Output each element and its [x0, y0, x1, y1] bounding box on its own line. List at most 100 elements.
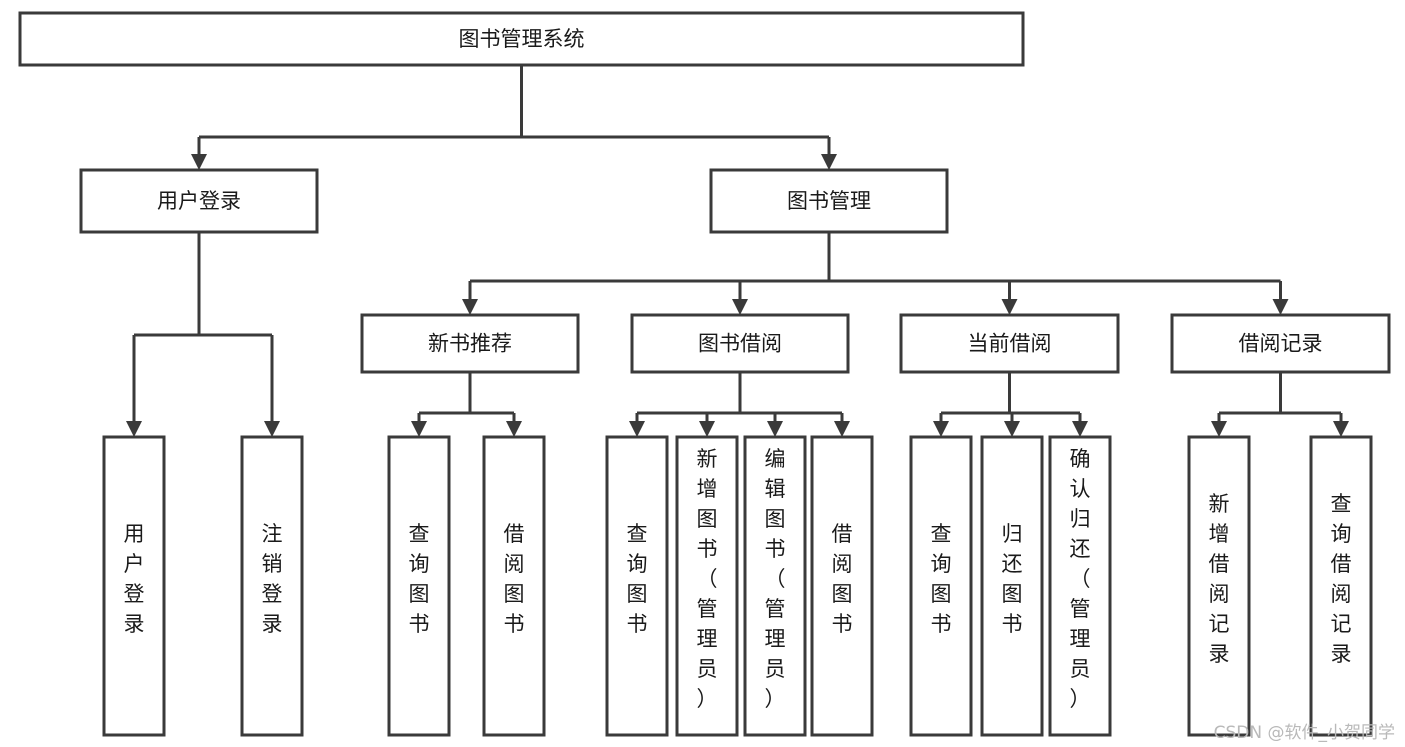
node-label-char: 图: [697, 507, 718, 531]
arrow-to-borrow-record: [1272, 299, 1289, 315]
node-label-char: 理: [697, 627, 718, 651]
node-label-char: 还: [1070, 537, 1091, 561]
node-label-char: 阅: [1209, 582, 1230, 606]
arrow-to-current-borrow: [1001, 299, 1018, 315]
node-label-char: 增: [697, 477, 718, 501]
node-label-char: 新: [1209, 492, 1230, 516]
node-label-char: 管: [697, 597, 718, 621]
node-box-leaf-borrow-book: [810, 435, 874, 737]
node-box-leaf-add-borrow-record: [1187, 435, 1251, 737]
node-label-char: 书: [832, 612, 853, 636]
node-label-book-management: 图书管理: [787, 189, 871, 213]
node-label-char: 查: [627, 522, 648, 546]
node-box-leaf-query-book-borrow: [605, 435, 669, 737]
node-label-char: 编: [765, 447, 786, 471]
node-label-char: 录: [1209, 642, 1230, 666]
node-label-char: 阅: [1331, 582, 1352, 606]
node-label-char: （: [765, 567, 786, 591]
node-label-char: 书: [1002, 612, 1023, 636]
arrow-to-leaf-query-book-current: [933, 421, 949, 437]
node-label-char: 图: [1002, 582, 1023, 606]
node-label-char: 图: [765, 507, 786, 531]
connectors-layer: [126, 65, 1349, 437]
node-label-char: 归: [1070, 507, 1091, 531]
node-box-book-management: [709, 168, 949, 234]
node-label-char: 图: [627, 582, 648, 606]
arrow-to-leaf-query-book-recommend: [411, 421, 427, 437]
node-new-book-recommend[interactable]: 新书推荐: [360, 313, 580, 374]
node-label-char: 书: [409, 612, 430, 636]
node-box-leaf-logout: [240, 435, 304, 737]
node-label-current-borrow: 当前借阅: [968, 332, 1052, 356]
node-label-char: （: [1070, 567, 1091, 591]
arrow-to-leaf-logout: [264, 421, 280, 437]
node-box-leaf-edit-book: [743, 435, 807, 737]
arrow-to-leaf-user-login: [126, 421, 142, 437]
node-label-char: 借: [504, 522, 525, 546]
node-box-user-login: [79, 168, 319, 234]
node-book-management[interactable]: 图书管理: [709, 168, 949, 234]
node-label-root: 图书管理系统: [459, 27, 585, 51]
nodes-layer: 图书管理系统用户登录图书管理新书推荐图书借阅当前借阅借阅记录用户登录注销登录查询…: [18, 11, 1391, 737]
node-box-leaf-add-book: [675, 435, 739, 737]
arrow-to-leaf-query-borrow-record: [1333, 421, 1349, 437]
node-label-char: 辑: [765, 477, 786, 501]
node-label-char: 归: [1002, 522, 1023, 546]
arrow-to-user-login: [191, 154, 207, 170]
node-label-char: 图: [832, 582, 853, 606]
node-label-new-book-recommend: 新书推荐: [428, 332, 512, 356]
node-box-leaf-query-book-current: [909, 435, 973, 737]
node-label-char: 认: [1070, 477, 1091, 501]
arrow-to-book-borrow: [732, 299, 748, 315]
node-label-char: 管: [1070, 597, 1091, 621]
node-label-char: ）: [765, 687, 786, 711]
arrow-to-new-book-recommend: [462, 299, 478, 315]
node-book-borrow[interactable]: 图书借阅: [630, 313, 850, 374]
node-label-char: 理: [1070, 627, 1091, 651]
node-label-char: 理: [765, 627, 786, 651]
node-label-char: 书: [697, 537, 718, 561]
arrow-to-leaf-add-borrow-record: [1211, 421, 1227, 437]
node-user-login[interactable]: 用户登录: [79, 168, 319, 234]
node-current-borrow[interactable]: 当前借阅: [899, 313, 1120, 374]
node-label-char: 确: [1070, 447, 1091, 471]
node-label-char: 书: [504, 612, 525, 636]
node-label-char: 询: [931, 552, 952, 576]
node-box-root: [18, 11, 1025, 67]
node-label-char: 查: [931, 522, 952, 546]
arrow-to-leaf-confirm-return: [1072, 421, 1088, 437]
arrow-to-leaf-add-book: [699, 421, 715, 437]
node-label-char: 销: [262, 552, 283, 576]
node-label-char: 阅: [832, 552, 853, 576]
node-label-char: 户: [124, 552, 145, 576]
node-label-char: 查: [1331, 492, 1352, 516]
arrow-to-book-management: [821, 154, 837, 170]
node-box-book-borrow: [630, 313, 850, 374]
arrow-to-leaf-borrow-book: [834, 421, 850, 437]
arrow-to-leaf-borrow-book-recommend: [506, 421, 522, 437]
node-box-borrow-record: [1170, 313, 1391, 374]
node-label-char: 借: [1331, 552, 1352, 576]
node-label-char: 新: [697, 447, 718, 471]
node-root[interactable]: 图书管理系统: [18, 11, 1025, 67]
node-label-char: 图: [931, 582, 952, 606]
node-leaf-user-login[interactable]: 用户登录: [102, 435, 166, 737]
node-label-char: 询: [1331, 522, 1352, 546]
node-label-char: （: [697, 567, 718, 591]
node-label-char: 记: [1209, 612, 1230, 636]
node-borrow-record[interactable]: 借阅记录: [1170, 313, 1391, 374]
